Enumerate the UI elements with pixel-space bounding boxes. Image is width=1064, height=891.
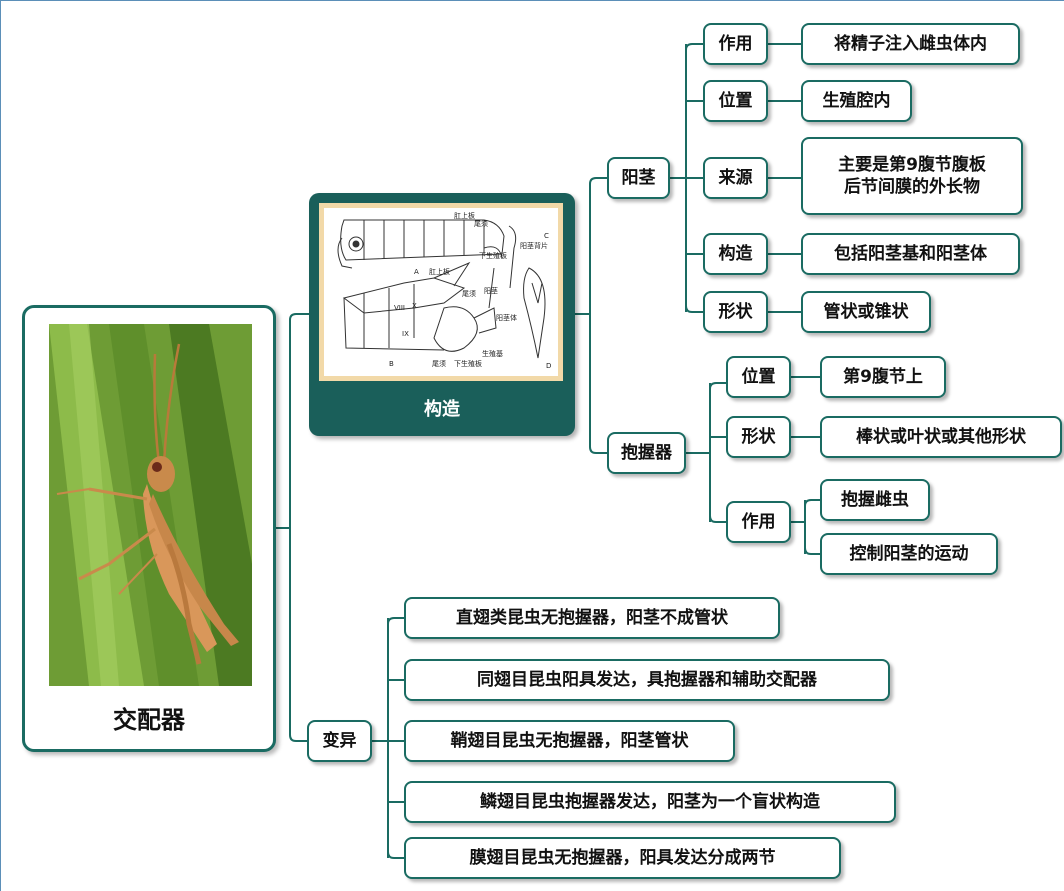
baowoqi-key-shape-label: 形状 [741,427,776,447]
baowoqi-value-position-label: 第9腹节上 [843,367,923,387]
diagram-label-15: 下生殖板 [454,359,482,368]
bianyi-item-2[interactable]: 同翅目昆虫阳具发达，具抱握器和辅助交配器 [404,659,890,701]
diagram-label-9: 阳茎体 [496,313,517,322]
yangjing-value-function-label: 将精子注入雌虫体内 [834,34,987,54]
yangjing-key-function-label: 作用 [718,34,753,54]
diagram-label-6: 肛上板 [429,267,450,276]
bianyi-item-3-label: 鞘翅目昆虫无抱握器，阳茎管状 [450,731,689,751]
genitalia-diagram: 肛上板 尾须 下生殖板 阳茎背片 A 肛上板 尾须 阳茎 阳茎体 IX X VI… [324,208,558,376]
baowoqi-key-function-label: 作用 [741,512,776,532]
diagram-label-11: X [412,302,417,310]
baowoqi-value-function-2[interactable]: 控制阳茎的运动 [820,533,998,575]
baowoqi-key-function[interactable]: 作用 [726,501,791,543]
yangjing-value-function[interactable]: 将精子注入雌虫体内 [801,23,1020,65]
baowoqi-key-position[interactable]: 位置 [726,356,791,398]
yangjing-value-position[interactable]: 生殖腔内 [801,80,912,122]
diagram-label-18: D [546,362,551,370]
structure-node[interactable]: 肛上板 尾须 下生殖板 阳茎背片 A 肛上板 尾须 阳茎 阳茎体 IX X VI… [309,193,575,436]
bianyi-node[interactable]: 变异 [307,720,372,762]
yangjing-key-structure[interactable]: 构造 [703,233,768,275]
diagram-label-3: 下生殖板 [479,251,507,260]
yangjing-value-shape-label: 管状或锥状 [823,302,909,322]
yangjing-value-origin[interactable]: 主要是第9腹节腹板 后节间膜的外长物 [801,137,1023,215]
diagram-label-7: 尾须 [462,289,476,298]
diagram-label-1: 肛上板 [454,211,475,220]
bianyi-item-2-label: 同翅目昆虫阳具发达，具抱握器和辅助交配器 [477,670,817,690]
yangjing-value-origin-line2: 后节间膜的外长物 [844,177,980,197]
baowoqi-label: 抱握器 [621,443,672,463]
diagram-label-10: IX [402,330,409,338]
bianyi-item-3[interactable]: 鞘翅目昆虫无抱握器，阳茎管状 [404,720,735,762]
bianyi-item-4-label: 鳞翅目昆虫抱握器发达，阳茎为一个盲状构造 [480,792,820,812]
bianyi-item-5[interactable]: 膜翅目昆虫无抱握器，阳具发达分成两节 [404,837,841,879]
structure-title: 构造 [424,399,460,420]
diagram-label-14: 尾须 [432,359,446,368]
diagram-label-13: B [389,360,394,368]
frame-top-line [0,0,1064,1]
yangjing-value-structure-label: 包括阳茎基和阳茎体 [834,244,987,264]
diagram-label-17: C [544,232,549,240]
diagram-label-16: 生殖基 [482,349,503,358]
yangjing-key-function[interactable]: 作用 [703,23,768,65]
bianyi-item-4[interactable]: 鳞翅目昆虫抱握器发达，阳茎为一个盲状构造 [404,781,896,823]
diagram-label-4: 阳茎背片 [520,241,548,250]
baowoqi-key-position-label: 位置 [741,367,776,387]
genitalia-diagram-frame: 肛上板 尾须 下生殖板 阳茎背片 A 肛上板 尾须 阳茎 阳茎体 IX X VI… [319,203,563,381]
baowoqi-value-function-1-label: 抱握雌虫 [841,490,909,510]
grasshopper-photo [49,324,252,686]
root-node[interactable]: 交配器 [22,305,276,752]
yangjing-value-shape[interactable]: 管状或锥状 [801,291,931,333]
diagram-label-5: A [414,268,419,276]
yangjing-value-origin-line1: 主要是第9腹节腹板 [838,155,986,175]
baowoqi-key-shape[interactable]: 形状 [726,416,791,458]
diagram-label-2: 尾须 [474,219,488,228]
baowoqi-value-function-1[interactable]: 抱握雌虫 [820,479,930,521]
baowoqi-value-shape[interactable]: 棒状或叶状或其他形状 [820,416,1062,458]
baowoqi-value-shape-label: 棒状或叶状或其他形状 [856,427,1026,447]
genitalia-diagram-svg: 肛上板 尾须 下生殖板 阳茎背片 A 肛上板 尾须 阳茎 阳茎体 IX X VI… [337,211,551,370]
grasshopper-illustration [49,324,252,686]
yangjing-value-structure[interactable]: 包括阳茎基和阳茎体 [801,233,1020,275]
yangjing-key-position[interactable]: 位置 [703,80,768,122]
diagram-label-12: VIII [394,304,405,312]
yangjing-key-structure-label: 构造 [718,244,753,264]
yangjing-key-origin-label: 来源 [718,168,753,188]
yangjing-label: 阳茎 [621,168,656,188]
diagram-label-8: 阳茎 [484,286,498,295]
bianyi-label: 变异 [322,731,357,751]
yangjing-value-position-label: 生殖腔内 [822,91,891,111]
yangjing-key-shape[interactable]: 形状 [703,291,768,333]
bianyi-item-5-label: 膜翅目昆虫无抱握器，阳具发达分成两节 [469,848,776,868]
yangjing-node[interactable]: 阳茎 [607,157,670,199]
yangjing-key-shape-label: 形状 [718,302,753,322]
baowoqi-value-position[interactable]: 第9腹节上 [820,356,946,398]
root-title: 交配器 [113,706,185,734]
yangjing-key-position-label: 位置 [718,91,753,111]
yangjing-key-origin[interactable]: 来源 [703,157,768,199]
bianyi-item-1[interactable]: 直翅类昆虫无抱握器，阳茎不成管状 [404,597,780,639]
bianyi-item-1-label: 直翅类昆虫无抱握器，阳茎不成管状 [456,608,728,628]
baowoqi-value-function-2-label: 控制阳茎的运动 [849,544,969,564]
frame-left-line [0,0,1,891]
baowoqi-node[interactable]: 抱握器 [607,432,686,474]
